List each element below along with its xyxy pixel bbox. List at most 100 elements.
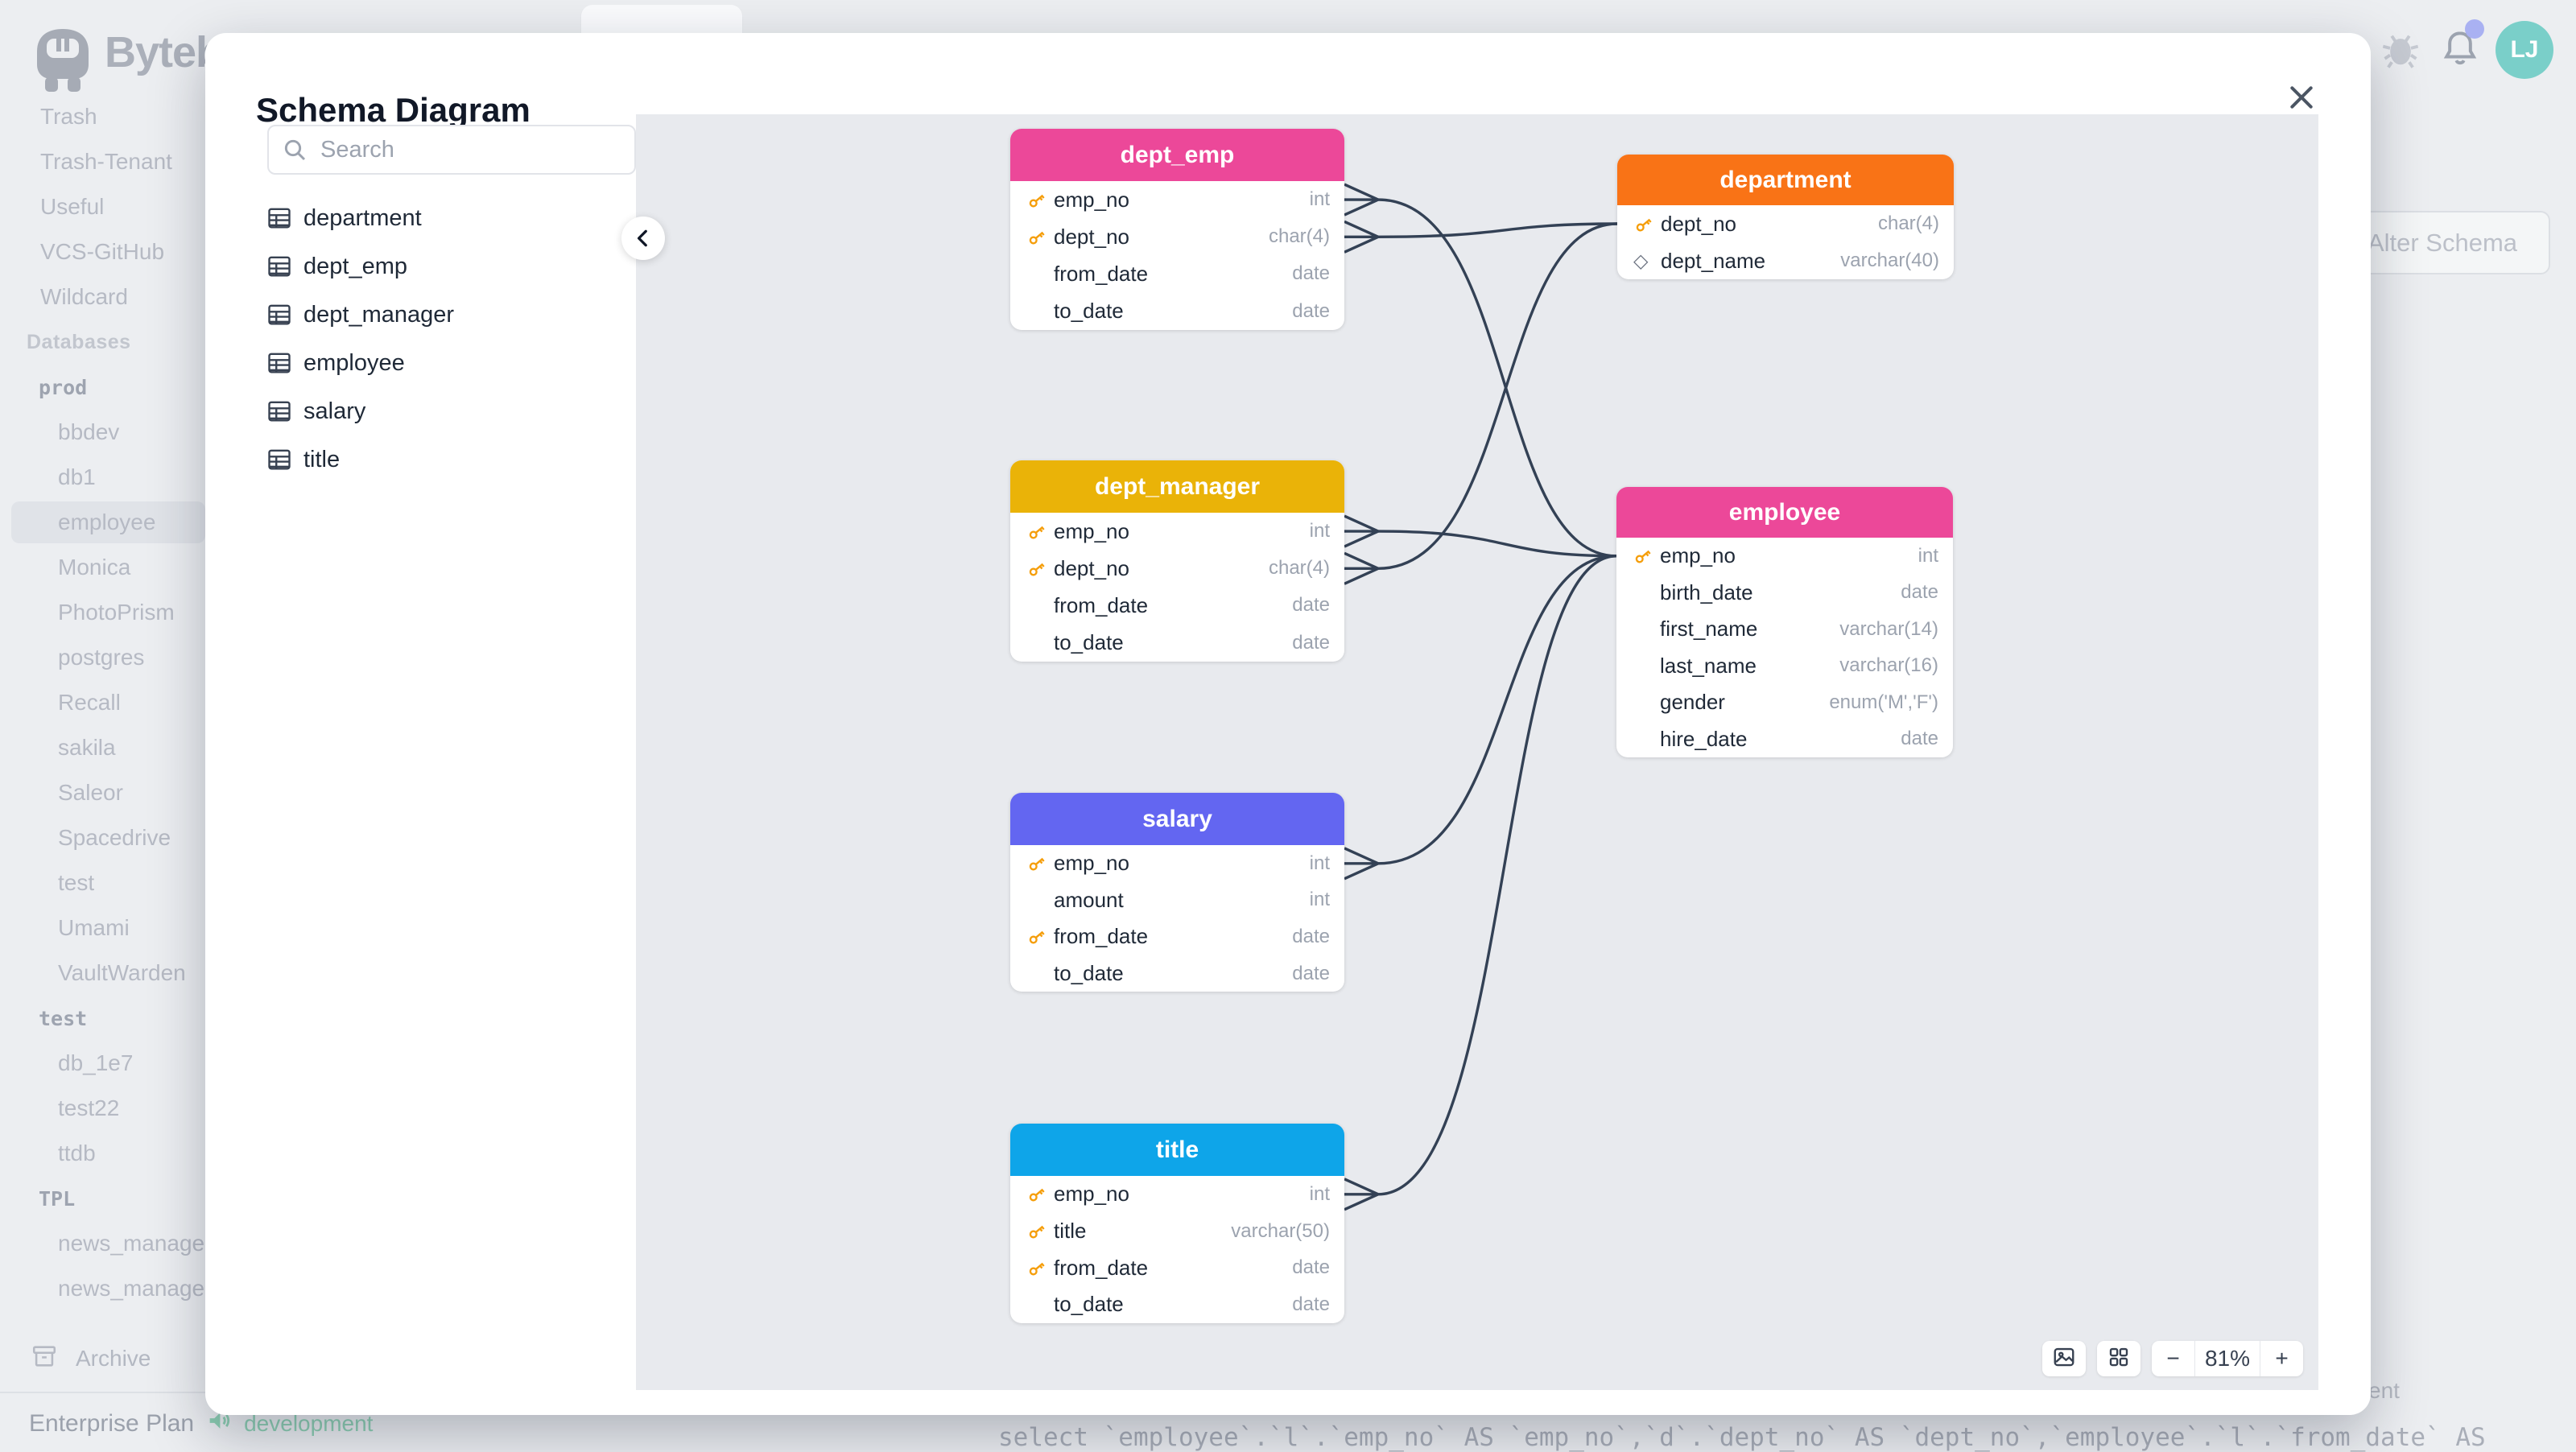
sidebar-item-bbdev[interactable]: bbdev <box>0 410 205 455</box>
sidebar-item-label: VCS-GitHub <box>40 239 165 264</box>
sidebar-item-photoprism[interactable]: PhotoPrism <box>0 590 205 635</box>
sidebar-item-ttdb[interactable]: ttdb <box>0 1131 205 1176</box>
sidebar-item-archive[interactable]: Archive <box>31 1343 151 1374</box>
sidebar-item-label: Databases <box>27 330 131 353</box>
sidebar-item-postgres[interactable]: postgres <box>0 635 205 680</box>
grid-icon <box>2107 1345 2131 1373</box>
field-name: title <box>1054 1219 1087 1244</box>
primary-key-icon <box>1026 189 1054 211</box>
sidebar-item-test[interactable]: test <box>0 996 205 1041</box>
primary-key-icon <box>1026 1220 1054 1242</box>
sidebar-item-label: Trash-Tenant <box>40 149 172 174</box>
field-row-salary-from_date: from_date date <box>1010 918 1344 955</box>
sidebar-item-test[interactable]: test <box>0 860 205 905</box>
field-name: first_name <box>1660 617 1758 641</box>
field-name: from_date <box>1054 1255 1149 1280</box>
sidebar-item-vaultwarden[interactable]: VaultWarden <box>0 951 205 996</box>
sidebar-item-label: VaultWarden <box>58 960 186 985</box>
field-type: date <box>1901 581 1938 604</box>
plan-label: Enterprise Plan <box>29 1410 195 1437</box>
index-diamond-icon: ◇ <box>1633 250 1649 272</box>
field-name: from_date <box>1054 924 1149 949</box>
sidebar-item-wildcard[interactable]: Wildcard <box>0 274 205 320</box>
field-type: date <box>1292 631 1330 654</box>
archive-label: Archive <box>76 1345 151 1371</box>
bell-icon[interactable] <box>2438 26 2483 75</box>
table-list-item-dept_manager[interactable]: dept_manager <box>267 291 621 339</box>
sidebar-item-prod[interactable]: prod <box>0 365 205 410</box>
sidebar-item-recall[interactable]: Recall <box>0 680 205 725</box>
zoom-in-button[interactable]: + <box>2275 1346 2289 1371</box>
field-name: gender <box>1660 690 1725 715</box>
sidebar-item-saleor[interactable]: Saleor <box>0 770 205 815</box>
sidebar-item-trash-tenant[interactable]: Trash-Tenant <box>0 139 205 184</box>
zoom-level: 81% <box>2204 1346 2251 1371</box>
table-icon <box>267 207 291 229</box>
sidebar-item-db1[interactable]: db1 <box>0 455 205 500</box>
table-list-item-dept_emp[interactable]: dept_emp <box>267 242 621 291</box>
close-icon[interactable] <box>2282 78 2321 117</box>
sidebar-item-label: db1 <box>58 464 96 489</box>
field-type: date <box>1292 594 1330 617</box>
auto-layout-button[interactable] <box>2097 1341 2140 1376</box>
sidebar-item-useful[interactable]: Useful <box>0 184 205 229</box>
field-name: dept_name <box>1661 248 1766 273</box>
field-name: amount <box>1054 887 1124 912</box>
sidebar-item-label: db_1e7 <box>58 1050 134 1075</box>
sidebar-item-label: Wildcard <box>40 284 128 309</box>
bug-icon[interactable] <box>2380 29 2421 75</box>
table-list-item-employee[interactable]: employee <box>267 339 621 387</box>
field-type: date <box>1292 299 1330 322</box>
table-list-item-salary[interactable]: salary <box>267 387 621 435</box>
table-list-item-title[interactable]: title <box>267 435 621 484</box>
primary-key-icon <box>1633 545 1660 567</box>
field-type: date <box>1292 925 1330 947</box>
sidebar-item-spacedrive[interactable]: Spacedrive <box>0 815 205 860</box>
field-row-department-dept_name: ◇ dept_name varchar(40) <box>1617 242 1954 279</box>
sidebar-item-news-manage[interactable]: news_manage <box>0 1266 205 1311</box>
table-card-title: dept_emp <box>1010 129 1344 181</box>
search-box[interactable] <box>267 125 636 175</box>
collapse-panel-button[interactable] <box>621 217 665 260</box>
sidebar-item-employee[interactable]: employee <box>0 500 205 545</box>
sidebar-item-tpl[interactable]: TPL <box>0 1176 205 1221</box>
sidebar-item-vcs-github[interactable]: VCS-GitHub <box>0 229 205 274</box>
bytebase-logo-icon <box>32 27 93 99</box>
field-type: varchar(40) <box>1840 250 1939 271</box>
sidebar-item-sakila[interactable]: sakila <box>0 725 205 770</box>
field-type: char(4) <box>1877 212 1939 234</box>
primary-key-icon <box>1026 521 1054 542</box>
sidebar-item-test22[interactable]: test22 <box>0 1086 205 1131</box>
sidebar-item-monica[interactable]: Monica <box>0 545 205 590</box>
table-icon <box>267 448 291 471</box>
zoom-out-button[interactable]: − <box>2166 1346 2180 1371</box>
sidebar-item-label: postgres <box>58 645 145 670</box>
sidebar-item-trash[interactable]: Trash <box>0 94 205 139</box>
sidebar-item-label: Monica <box>58 555 131 580</box>
schema-diagram-modal: Schema Diagram departmentdept_empdept_ma… <box>205 33 2371 1415</box>
table-list-item-department[interactable]: department <box>267 194 621 242</box>
sidebar-item-news-manage[interactable]: news_manage <box>0 1221 205 1266</box>
sidebar-item-label: bbdev <box>58 419 120 444</box>
search-input[interactable] <box>319 135 612 164</box>
export-image-button[interactable] <box>2042 1341 2086 1376</box>
sidebar-item-umami[interactable]: Umami <box>0 905 205 951</box>
sidebar-item-db-1e7[interactable]: db_1e7 <box>0 1041 205 1086</box>
avatar[interactable]: LJ <box>2496 21 2553 79</box>
